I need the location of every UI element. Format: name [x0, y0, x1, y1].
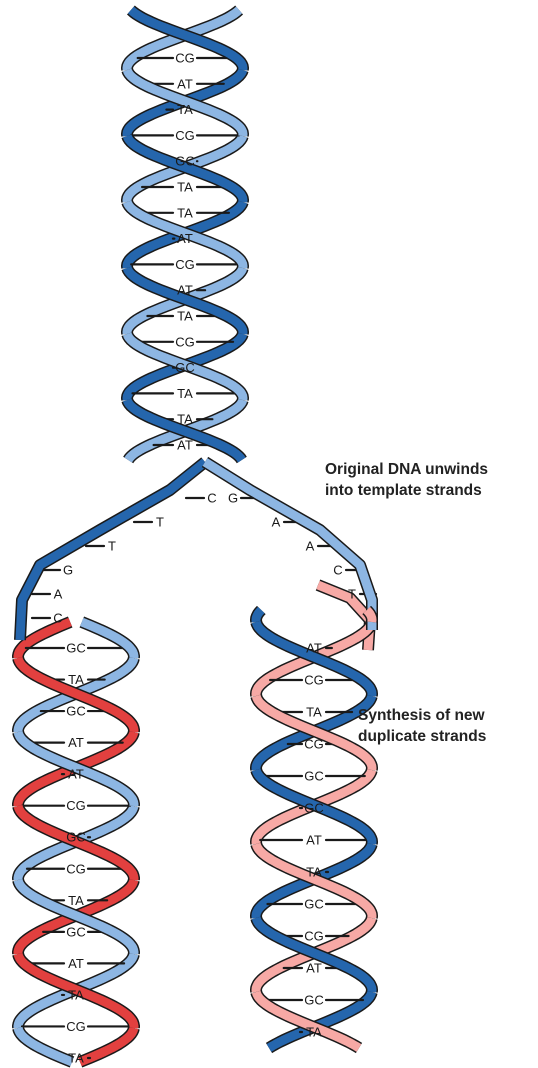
- parent-helix-base-pair: AT: [177, 283, 193, 298]
- synthesis-label: Synthesis of new duplicate strands: [358, 705, 486, 747]
- left-daughter-base-pair: CG: [66, 861, 86, 876]
- right-daughter-base-pair: AT: [306, 641, 322, 656]
- fork-left-base: T: [108, 539, 116, 554]
- left-daughter-base-pair: TA: [68, 672, 84, 687]
- fork-left-base: C: [53, 611, 62, 626]
- left-daughter-base-pair: AT: [68, 767, 84, 782]
- right-daughter-base-pair: TA: [306, 705, 322, 720]
- left-daughter-base-pair: CG: [66, 798, 86, 813]
- parent-helix-base-pair: AT: [177, 76, 193, 91]
- parent-helix-base-pair: CG: [175, 334, 195, 349]
- fork-right-base: G: [228, 491, 238, 506]
- fork-right-base: A: [306, 539, 315, 554]
- parent-helix-base-pair: TA: [177, 309, 193, 324]
- parent-helix-base-pair: AT: [177, 231, 193, 246]
- parent-helix-base-pair: TA: [177, 205, 193, 220]
- parent-helix-base-pair: CG: [175, 257, 195, 272]
- right-daughter-base-pair: CG: [304, 929, 324, 944]
- base-letters: CGATTACGGCTATAATCGATTACGGCTATAATCTTGACGA…: [53, 51, 356, 1066]
- parent-helix-base-pair: CG: [175, 51, 195, 66]
- parent-helix-base-pair: TA: [177, 386, 193, 401]
- right-daughter-base-pair: GC: [304, 801, 324, 816]
- right-daughter-base-pair: GC: [304, 897, 324, 912]
- right-daughter-base-pair: TA: [306, 1025, 322, 1040]
- right-daughter-strand-b: [367, 610, 372, 622]
- left-daughter-base-pair: CG: [66, 1019, 86, 1034]
- parent-helix-base-pair: CG: [175, 128, 195, 143]
- fork-left-base: T: [156, 515, 164, 530]
- parent-helix-base-pair: TA: [177, 412, 193, 427]
- left-daughter-base-pair: AT: [68, 735, 84, 750]
- left-daughter-base-pair: TA: [68, 1051, 84, 1066]
- parent-helix-base-pair: AT: [177, 438, 193, 453]
- fork-left-base: G: [63, 563, 73, 578]
- left-daughter-base-pair: GC: [66, 704, 86, 719]
- fork-right-base: C: [333, 563, 342, 578]
- right-daughter-base-pair: AT: [306, 833, 322, 848]
- right-daughter-base-pair: AT: [306, 961, 322, 976]
- unwind-label: Original DNA unwinds into template stran…: [325, 459, 488, 501]
- unwind-label-line-2: into template strands: [325, 480, 488, 501]
- left-daughter-base-pair: GC: [66, 830, 86, 845]
- right-daughter-base-pair: CG: [304, 737, 324, 752]
- parent-helix-base-pair: TA: [177, 180, 193, 195]
- right-daughter-base-pair: GC: [304, 993, 324, 1008]
- unwind-label-line-1: Original DNA unwinds: [325, 459, 488, 480]
- parent-helix-base-pair: GC: [175, 154, 195, 169]
- fork-right-base: A: [272, 515, 281, 530]
- synthesis-label-line-1: Synthesis of new: [358, 705, 486, 726]
- parent-helix-base-pair: TA: [177, 102, 193, 117]
- left-daughter-base-pair: GC: [66, 924, 86, 939]
- left-daughter-base-pair: TA: [68, 987, 84, 1002]
- synthesis-label-line-2: duplicate strands: [358, 726, 486, 747]
- left-daughter-base-pair: GC: [66, 641, 86, 656]
- right-daughter-base-pair: TA: [306, 865, 322, 880]
- parent-helix-base-pair: GC: [175, 360, 195, 375]
- fork-left-base: C: [207, 491, 216, 506]
- right-daughter-base-pair: CG: [304, 673, 324, 688]
- fork-right-base: T: [348, 587, 356, 602]
- right-daughter-base-pair: GC: [304, 769, 324, 784]
- left-daughter-base-pair: TA: [68, 893, 84, 908]
- right-daughter-strand-a: [256, 610, 261, 622]
- left-daughter-base-pair: AT: [68, 956, 84, 971]
- fork-left-base: A: [54, 587, 63, 602]
